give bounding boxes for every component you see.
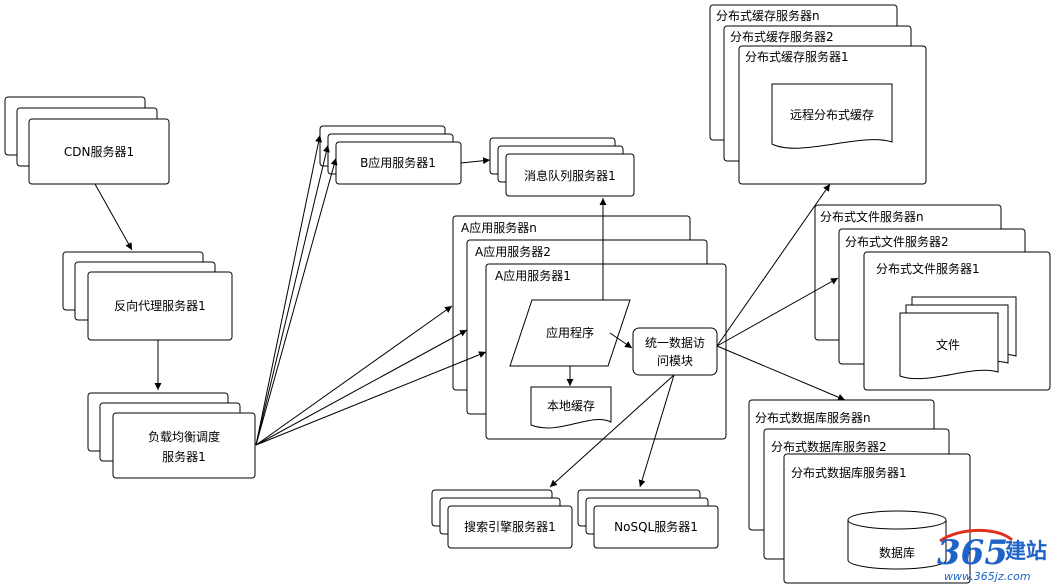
connectors [94,134,846,488]
reverse-proxy-stack: 反向代理服务器1 [62,251,233,341]
load-balancer-label-line1: 负载均衡调度 [148,429,220,444]
data-access-label-line1: 统一数据访 [645,335,705,350]
a-app-server-stack: A应用服务器n A应用服务器2 A应用服务器1 应用程序 统一数据访 问模块 本… [452,215,727,440]
remote-cache-shape [771,83,893,149]
file-label: 文件 [936,337,960,352]
watermark-logo: 365 建站 www.365jz.com [937,528,1047,583]
nosql-label: NoSQL服务器1 [614,519,698,534]
cdn-server-stack: CDN服务器1 [4,96,170,185]
watermark-brand: 建站 [1005,539,1047,563]
reverse-proxy-label: 反向代理服务器1 [114,298,206,313]
data-access-label-line2: 问模块 [657,354,693,368]
load-balancer-label-line2: 服务器1 [162,449,206,464]
local-cache-label: 本地缓存 [547,399,595,413]
a-app-server-1-label: A应用服务器1 [495,268,571,283]
a-app-server-2-label: A应用服务器2 [475,244,551,259]
db-server-1-label: 分布式数据库服务器1 [791,465,907,480]
b-app-server-label: B应用服务器1 [360,155,436,170]
application-program-label: 应用程序 [546,325,594,340]
data-access-module-box [632,327,718,376]
message-queue-label: 消息队列服务器1 [524,168,616,183]
db-server-n-label: 分布式数据库服务器n [755,410,871,425]
application-program-shape [509,299,631,367]
b-app-server-stack: B应用服务器1 [319,125,462,185]
message-queue-stack: 消息队列服务器1 [489,137,635,197]
remote-cache-label: 远程分布式缓存 [790,107,874,122]
search-engine-label: 搜索引擎服务器1 [464,519,556,534]
watermark-url: www.365jz.com [944,570,1031,583]
database-label: 数据库 [879,545,915,560]
database-cylinder [847,510,947,570]
cache-server-2-label: 分布式缓存服务器2 [730,29,834,44]
nosql-stack: NoSQL服务器1 [577,489,719,549]
a-app-server-n-label: A应用服务器n [461,220,537,235]
db-server-2-label: 分布式数据库服务器2 [771,439,887,454]
distributed-cache-stack: 分布式缓存服务器n 分布式缓存服务器2 分布式缓存服务器1 远程分布式缓存 [709,4,927,185]
file-server-1-label: 分布式文件服务器1 [876,261,980,276]
file-server-n-label: 分布式文件服务器n [820,209,924,224]
file-server-2-label: 分布式文件服务器2 [845,234,949,249]
watermark-number: 365 [937,533,1008,573]
cdn-server-label: CDN服务器1 [64,144,134,159]
load-balancer-stack: 负载均衡调度 服务器1 [87,392,256,479]
local-cache-shape [530,386,612,429]
cache-server-n-label: 分布式缓存服务器n [716,8,820,23]
file-shape [899,312,999,380]
search-engine-stack: 搜索引擎服务器1 [431,489,573,549]
distributed-file-stack: 分布式文件服务器n 分布式文件服务器2 分布式文件服务器1 文件 [814,204,1051,391]
cache-server-1-label: 分布式缓存服务器1 [745,49,849,64]
